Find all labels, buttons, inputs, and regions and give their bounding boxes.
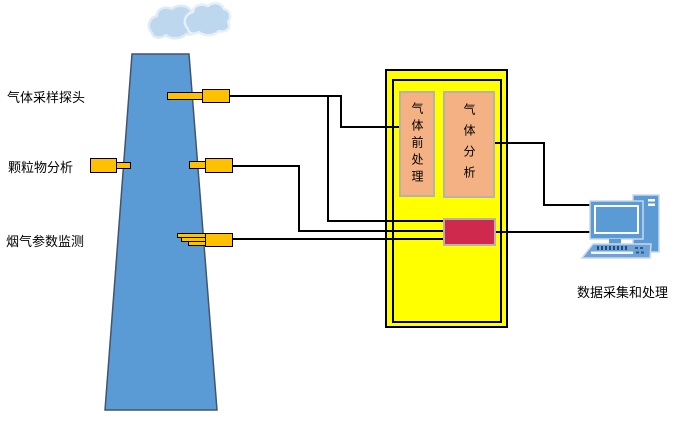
label-data-acquisition: 数据采集和处理: [577, 285, 669, 300]
chimney-shape: [104, 53, 218, 411]
label-particulate-analysis: 颗粒物分析: [8, 160, 74, 175]
gas-analysis-label: 气体分析: [462, 102, 476, 187]
fluegas-probe-body: [205, 233, 233, 247]
particulate-probe-left-stub: [116, 162, 131, 169]
gas-sampling-probe-bar: [167, 92, 204, 100]
gas-sampling-probe-body: [202, 89, 230, 103]
smoke-cloud-icon: [147, 1, 232, 40]
gas-pretreatment-box: 气体前处理: [399, 91, 435, 197]
computer-keyboard: [580, 243, 652, 259]
signal-junction-box: [443, 218, 496, 246]
particulate-probe-right-body: [205, 158, 233, 173]
computer-icon: [580, 194, 660, 259]
gas-analysis-box: 气体分析: [443, 91, 495, 198]
label-fluegas-monitoring: 烟气参数监测: [6, 234, 85, 249]
computer-monitor: [589, 200, 644, 246]
particulate-probe-left-body: [90, 158, 117, 173]
gas-pretreatment-label: 气体前处理: [410, 101, 424, 187]
label-gas-sampling-probe: 气体采样探头: [7, 90, 86, 105]
